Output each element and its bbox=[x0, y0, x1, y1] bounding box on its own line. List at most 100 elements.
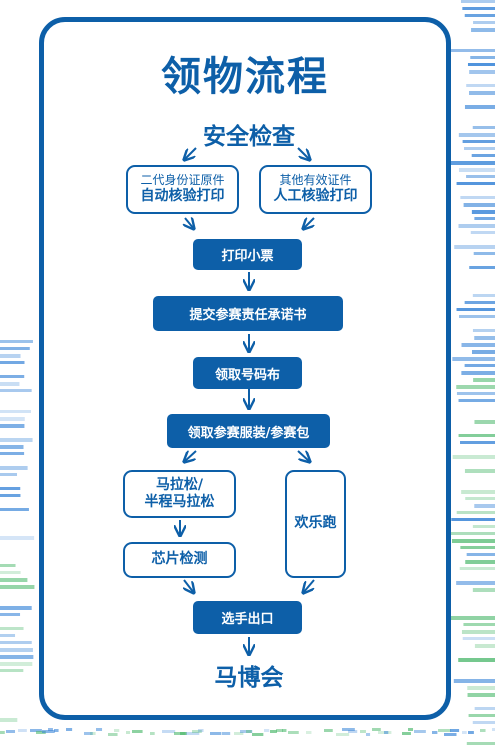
background-stripe bbox=[468, 714, 495, 717]
background-stripe bbox=[0, 438, 33, 442]
background-stripe bbox=[198, 729, 204, 732]
background-stripe bbox=[471, 154, 495, 157]
background-stripe bbox=[466, 84, 495, 87]
background-stripe bbox=[460, 0, 495, 3]
background-stripe bbox=[0, 487, 21, 490]
other-id-box: 其他有效证件 人工核验打印 bbox=[259, 165, 372, 214]
background-stripe bbox=[472, 294, 495, 297]
background-stripe bbox=[0, 340, 33, 343]
background-stripe bbox=[472, 126, 495, 129]
print-ticket-step: 打印小票 bbox=[193, 239, 302, 270]
background-stripe bbox=[114, 729, 120, 732]
background-stripe bbox=[458, 133, 495, 137]
background-stripe bbox=[458, 168, 495, 172]
background-stripe bbox=[18, 729, 27, 732]
expo-step: 马博会 bbox=[214, 665, 284, 691]
second-gen-id-line1: 二代身份证原件 bbox=[140, 173, 225, 188]
marathon-line1: 马拉松/ bbox=[155, 476, 204, 493]
arrow-funrun-to-exit bbox=[303, 579, 315, 593]
background-stripe bbox=[348, 730, 358, 733]
second-gen-id-line2: 自动核验打印 bbox=[140, 188, 225, 205]
background-stripe bbox=[186, 732, 200, 735]
background-stripe bbox=[84, 732, 93, 735]
background-stripe bbox=[466, 175, 495, 178]
chip-check-box: 芯片检测 bbox=[123, 542, 236, 578]
background-stripe bbox=[36, 731, 46, 734]
security-check-step: 安全检查 bbox=[203, 124, 295, 150]
background-stripe bbox=[0, 571, 21, 574]
background-stripe bbox=[0, 641, 32, 644]
background-stripe bbox=[451, 518, 495, 521]
background-stripe bbox=[0, 578, 28, 582]
background-stripe bbox=[460, 546, 495, 549]
background-stripe bbox=[150, 732, 155, 735]
background-stripe bbox=[0, 375, 25, 378]
background-stripe bbox=[414, 730, 426, 733]
background-stripe bbox=[458, 399, 495, 402]
chip-check-label: 芯片检测 bbox=[151, 551, 208, 568]
background-stripe bbox=[0, 585, 35, 589]
background-stripe bbox=[462, 7, 495, 10]
background-stripe bbox=[372, 728, 381, 731]
background-stripe bbox=[306, 731, 312, 734]
background-stripe bbox=[0, 731, 5, 734]
background-stripe bbox=[469, 266, 495, 269]
background-stripe bbox=[444, 733, 457, 736]
background-stripe bbox=[460, 441, 495, 444]
background-stripe bbox=[467, 686, 495, 690]
background-stripe bbox=[252, 733, 264, 736]
background-stripe bbox=[246, 730, 252, 733]
background-stripe bbox=[470, 56, 495, 59]
background-stripe bbox=[474, 217, 495, 220]
background-stripe bbox=[432, 731, 438, 734]
background-stripe bbox=[384, 731, 389, 734]
background-stripe bbox=[96, 728, 103, 731]
page-title: 领物流程 bbox=[161, 54, 329, 100]
background-stripe bbox=[240, 730, 253, 733]
background-stripe bbox=[465, 497, 495, 500]
background-stripe bbox=[48, 728, 53, 731]
background-stripe bbox=[461, 343, 495, 347]
background-stripe bbox=[456, 392, 495, 395]
background-stripe bbox=[456, 308, 495, 311]
background-stripe bbox=[234, 732, 244, 735]
background-stripe bbox=[472, 525, 495, 528]
background-stripe bbox=[0, 669, 24, 672]
arrow-id-to-print bbox=[185, 218, 194, 229]
background-stripe bbox=[474, 336, 495, 340]
background-stripe bbox=[126, 731, 131, 734]
background-stripe bbox=[0, 508, 29, 511]
background-stripe bbox=[408, 728, 414, 731]
background-stripe bbox=[402, 732, 411, 735]
arrow-kit-to-marathon bbox=[184, 450, 197, 462]
background-stripe bbox=[450, 49, 495, 52]
background-stripe bbox=[456, 182, 495, 185]
background-stripe bbox=[470, 231, 495, 234]
background-stripe bbox=[464, 147, 495, 150]
background-stripe bbox=[464, 469, 495, 473]
background-stripe bbox=[458, 224, 495, 228]
background-stripe bbox=[474, 707, 495, 710]
background-stripe bbox=[90, 732, 96, 735]
background-stripe bbox=[474, 420, 495, 424]
background-stripe bbox=[0, 494, 21, 497]
background-stripe bbox=[467, 63, 495, 66]
background-stripe bbox=[438, 729, 451, 732]
arrow-kit-to-funrun bbox=[297, 450, 310, 462]
background-stripe bbox=[466, 742, 495, 745]
arrow-security-to-other bbox=[297, 147, 310, 160]
background-stripe bbox=[464, 105, 495, 109]
background-stripe bbox=[0, 536, 35, 540]
background-stripe bbox=[0, 389, 32, 392]
background-stripe bbox=[454, 245, 495, 249]
background-stripe bbox=[0, 361, 25, 364]
background-stripe bbox=[0, 382, 20, 386]
background-stripe bbox=[467, 693, 495, 697]
background-stripe bbox=[162, 730, 176, 733]
background-stripe bbox=[54, 729, 59, 732]
background-stripe bbox=[6, 730, 16, 733]
background-stripe bbox=[0, 627, 24, 630]
background-stripe bbox=[222, 732, 231, 735]
background-stripe bbox=[472, 329, 495, 332]
